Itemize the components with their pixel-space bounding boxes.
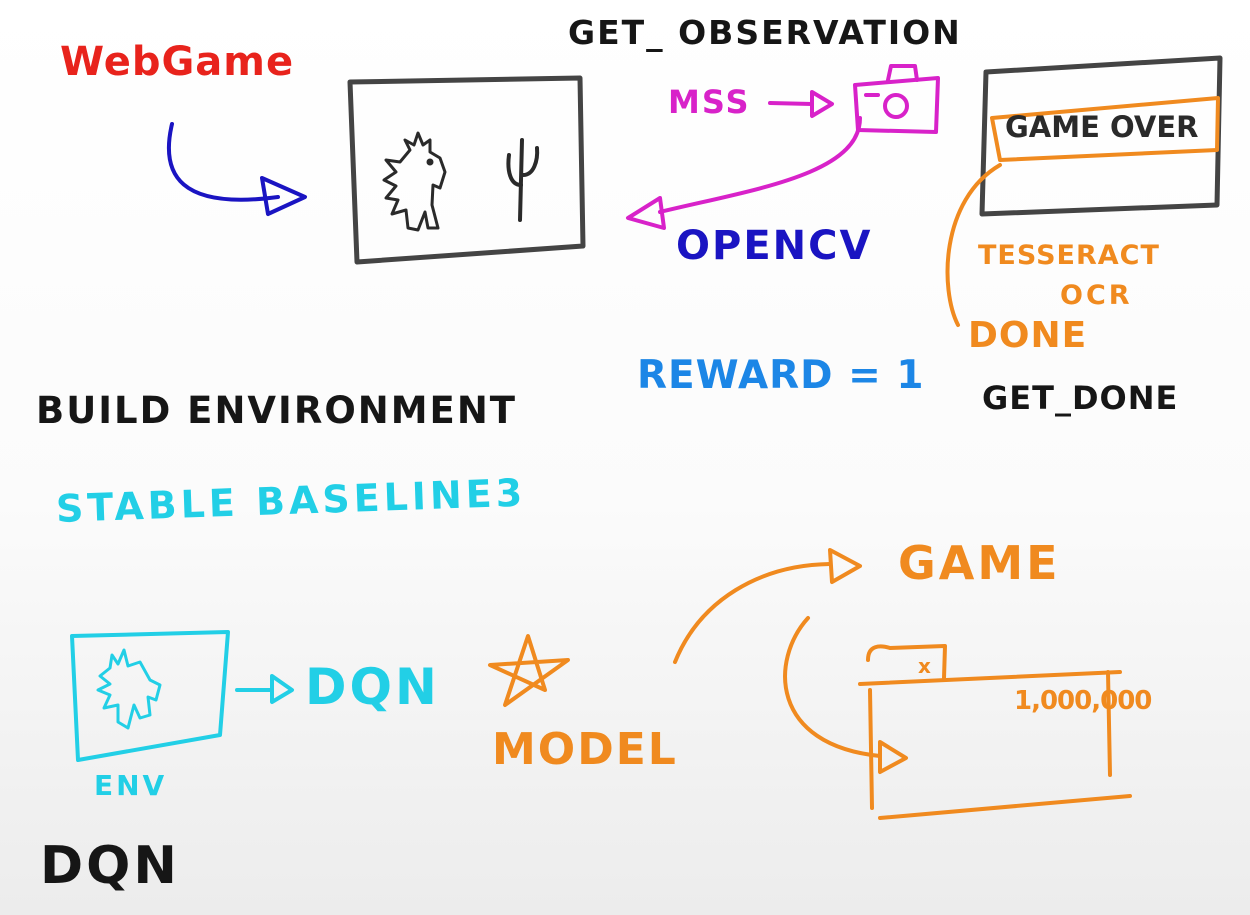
window-icon — [858, 644, 1132, 820]
reward-label: REWARD = 1 — [637, 353, 925, 398]
game-screen-frame — [347, 75, 586, 265]
tesseract-line — [945, 163, 1002, 327]
cactus-icon — [506, 138, 540, 222]
window-close-mark: x — [918, 654, 931, 678]
star-icon — [488, 634, 570, 707]
build-environment-label: BUILD ENVIRONMENT — [36, 389, 518, 432]
get-observation-label: GET_ OBSERVATION — [568, 13, 962, 52]
million-steps-label: 1,000,000 — [1014, 686, 1152, 716]
opencv-arrow — [626, 116, 862, 230]
get-done-label: GET_DONE — [982, 379, 1179, 417]
opencv-label: OPENCV — [676, 223, 873, 269]
camera-icon — [853, 64, 940, 134]
gameover-highlight-box — [990, 96, 1220, 162]
model-label: MODEL — [492, 724, 678, 775]
env-label: ENV — [94, 769, 168, 802]
done-label: DONE — [968, 315, 1088, 356]
web-game-label: WebGame — [60, 39, 295, 85]
dqn-title-label: DQN — [40, 836, 180, 896]
model-to-game-arrow — [673, 548, 862, 664]
game-over-label: GAME OVER — [1005, 110, 1199, 144]
mss-arrow — [768, 90, 834, 118]
tesseract-label: TESSERACT — [978, 240, 1160, 271]
env-screen-frame — [70, 630, 230, 762]
dinosaur-icon — [382, 131, 447, 232]
ocr-label: OCR — [1060, 280, 1133, 311]
env-to-dqn-arrow — [235, 674, 294, 704]
gameover-screen-frame — [979, 55, 1223, 217]
steps-arrow — [783, 616, 908, 774]
mss-label: MSS — [668, 83, 751, 121]
env-dinosaur-icon — [96, 648, 162, 730]
webgame-arrow — [166, 122, 307, 216]
game-label: GAME — [898, 536, 1061, 590]
dqn-arrow-label: DQN — [305, 658, 440, 716]
